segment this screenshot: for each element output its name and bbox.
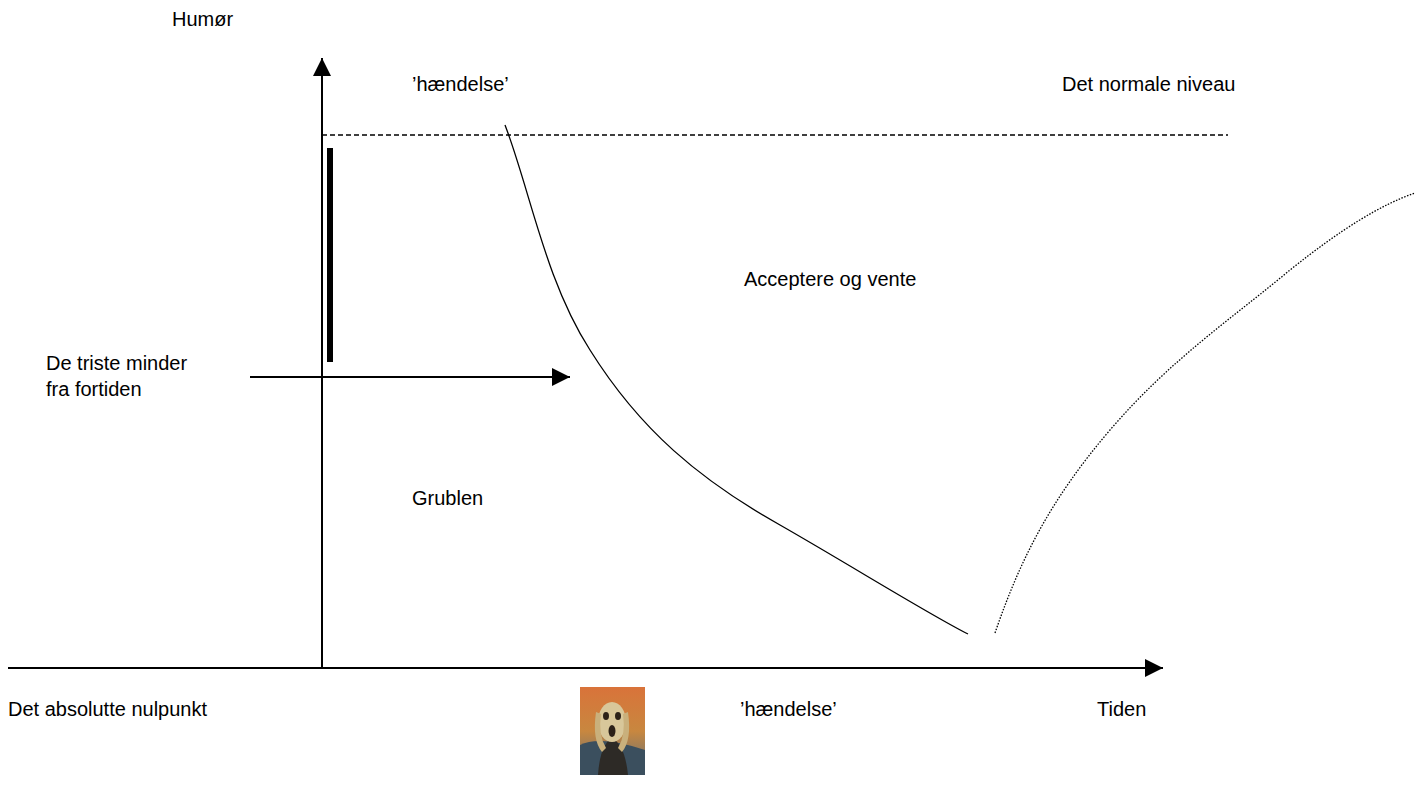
scream-picture xyxy=(580,687,645,775)
x-axis xyxy=(8,667,1163,669)
event-label: ’hændelse’ xyxy=(412,71,509,97)
mood-curve xyxy=(505,125,968,634)
level-label: Det normale niveau xyxy=(1062,71,1235,97)
recovery-curve xyxy=(995,193,1415,633)
event-label: ’hændelse’ xyxy=(740,696,837,722)
phase-label: Grublen xyxy=(412,485,483,511)
y-axis xyxy=(321,58,323,668)
normal-level-line xyxy=(322,134,1228,136)
memory-arrow xyxy=(250,376,570,378)
axis-title: Tiden xyxy=(1097,696,1146,722)
zero-label: Det absolutte nulpunkt xyxy=(8,696,207,722)
phase-label: Acceptere og vente xyxy=(744,266,916,292)
axis-title: Humør xyxy=(172,6,233,32)
memory-bar xyxy=(327,148,333,362)
memory-label: De triste minder fra fortiden xyxy=(46,350,216,402)
